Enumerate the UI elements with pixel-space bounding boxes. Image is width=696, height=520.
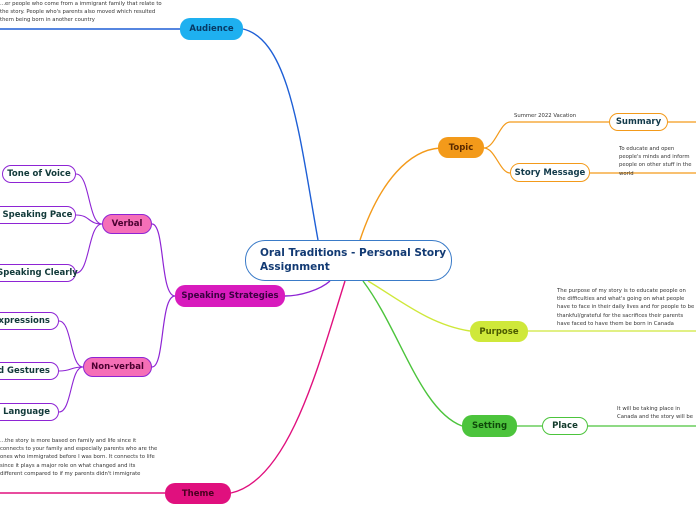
story-message-node[interactable]: Story Message — [510, 163, 590, 182]
speaking-pace-node[interactable]: Speaking Pace — [0, 206, 76, 224]
connector-audience — [242, 28, 319, 241]
summary-label: Summer 2022 Vacation — [514, 113, 577, 119]
verbal-node[interactable]: Verbal — [102, 214, 152, 234]
purpose-note: The purpose of my story is to educate pe… — [557, 288, 695, 327]
tone-of-voice-node[interactable]: Tone of Voice — [2, 165, 76, 183]
central-topic[interactable]: Oral Traditions - Personal Story Assignm… — [245, 240, 452, 281]
body-language-node[interactable]: Body Language — [0, 403, 59, 421]
place-node[interactable]: Place — [542, 417, 588, 435]
facial-expressions-node[interactable]: Facial Expressions — [0, 312, 59, 330]
setting-node[interactable]: Setting — [462, 415, 517, 437]
non-verbal-node[interactable]: Non-verbal — [83, 357, 152, 377]
purpose-node[interactable]: Purpose — [470, 321, 528, 342]
connector-setting — [362, 280, 463, 427]
hand-gestures-node[interactable]: Hand Gestures — [0, 362, 59, 380]
audience-node[interactable]: Audience — [180, 18, 243, 40]
speaking-clearly-node[interactable]: Speaking Clearly — [0, 264, 78, 282]
topic-node[interactable]: Topic — [438, 137, 484, 158]
audience-note: ...er people who come from a immigrant f… — [0, 1, 162, 24]
connector-purpose — [367, 280, 471, 332]
theme-note: ...the story is more based on family and… — [0, 438, 158, 477]
connector-speaking — [284, 280, 331, 297]
place-note: It will be taking place in Canada and th… — [617, 406, 693, 421]
connector-theme — [230, 280, 346, 494]
theme-node[interactable]: Theme — [165, 483, 231, 504]
summary-node[interactable]: Summary — [609, 113, 668, 131]
story-message-note: To educate and open people's minds and i… — [619, 146, 692, 177]
speaking-strategies-node[interactable]: Speaking Strategies — [175, 285, 285, 307]
connector-topic — [359, 147, 441, 241]
